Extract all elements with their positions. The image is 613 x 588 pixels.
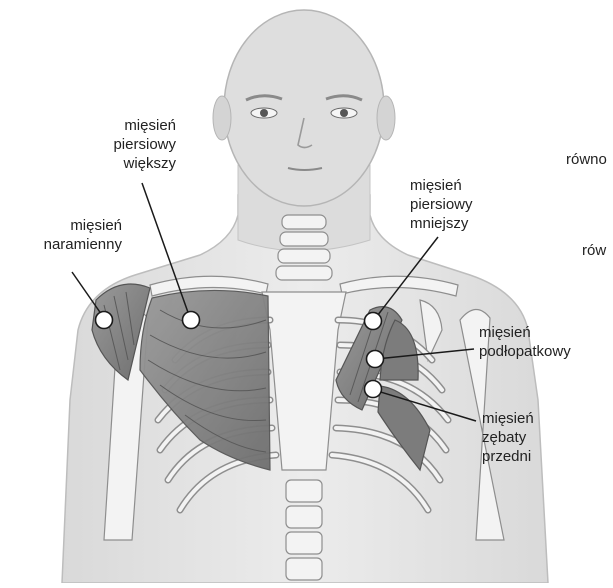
label-cut-1: równo (566, 150, 613, 169)
label-cut-2: rów (582, 241, 613, 260)
marker-subscapularis (367, 351, 384, 368)
marker-serratus (365, 381, 382, 398)
label-subscapularis: mięsień podłopatkowy (479, 323, 611, 361)
label-serratus: mięsień zębaty przedni (482, 409, 582, 466)
marker-pec-major (183, 312, 200, 329)
marker-pec-minor (365, 313, 382, 330)
label-deltoid: mięsień naramienny (40, 216, 122, 254)
marker-deltoid (96, 312, 113, 329)
label-pec-minor: mięsień piersiowy mniejszy (410, 176, 510, 233)
label-pec-major: mięsień piersiowy większy (90, 116, 176, 173)
